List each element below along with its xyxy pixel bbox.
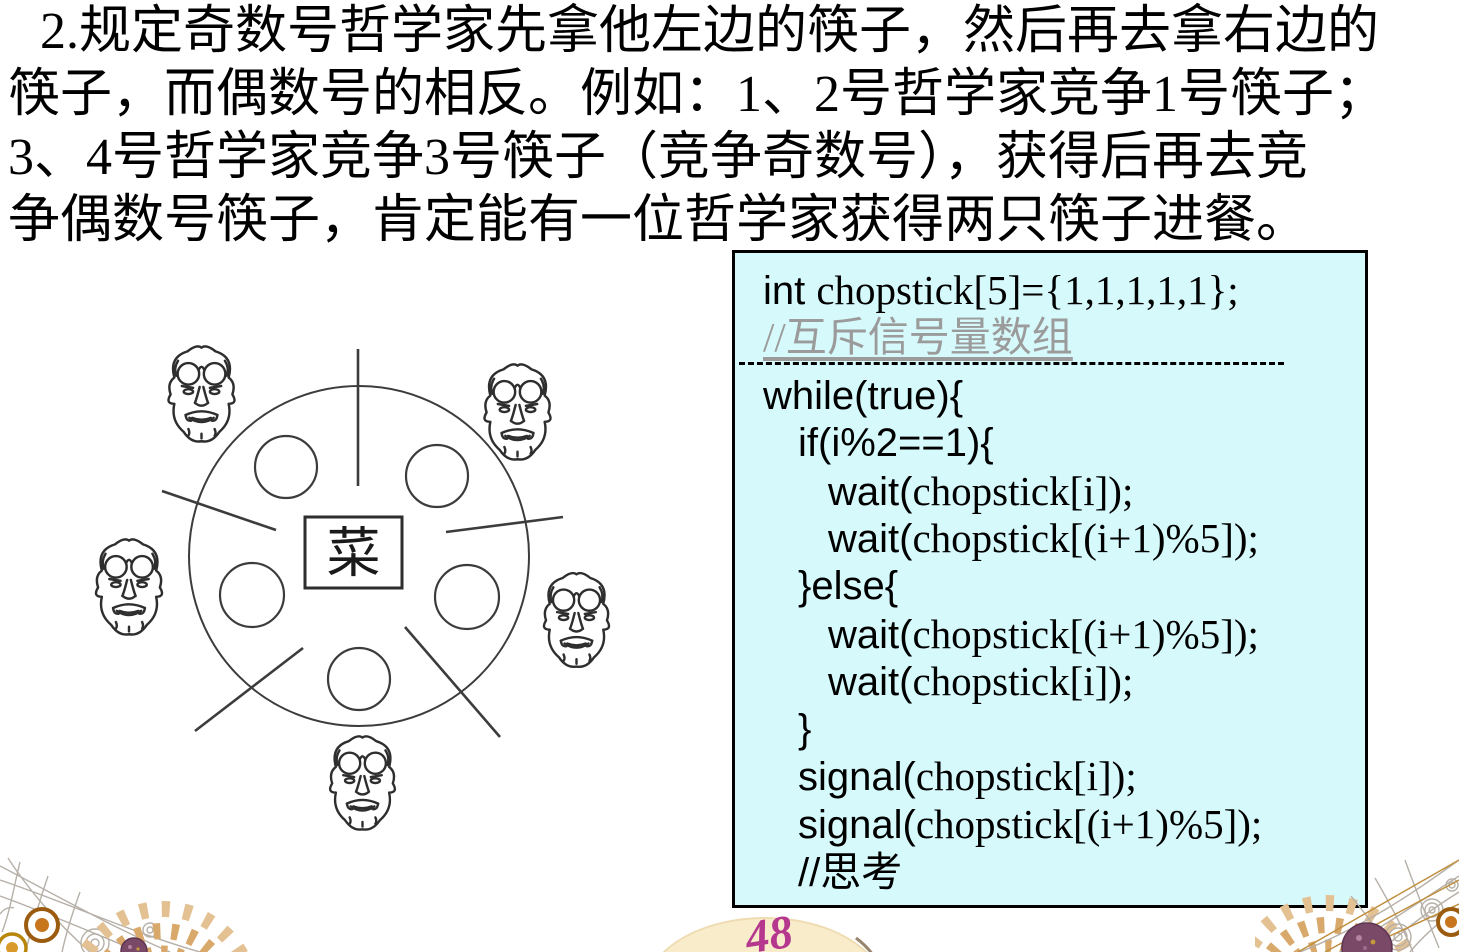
code-line-11: } (735, 706, 1365, 754)
code-segment: 思考 (820, 848, 903, 895)
code-segment: }else{ (798, 563, 899, 608)
firework-burst-right (1255, 895, 1416, 952)
purple-ball-right (1341, 922, 1393, 952)
ring-ornament-right (1436, 907, 1459, 937)
code-line-8: }else{ (735, 563, 1365, 611)
code-segment: // (798, 850, 821, 895)
code-segment: chopstick[(i+1)%5]); (915, 800, 1263, 847)
code-segment: signal( (798, 802, 916, 847)
code-segment: chopstick[5]={1,1,1,1,1}; (816, 267, 1239, 313)
code-segment: } (798, 706, 812, 751)
code-segment: while(true){ (763, 373, 964, 418)
code-segment: chopstick[(i+1)%5]); (912, 515, 1259, 562)
plate-5 (326, 646, 392, 712)
dish-label: 菜 (327, 524, 381, 584)
dish-box (303, 515, 404, 590)
philosophers-diagram: 菜 (94, 345, 611, 831)
code-lines: int chopstick[5]={1,1,1,1,1};//互斥信号量数组 wh… (735, 267, 1365, 896)
code-panel: int chopstick[5]={1,1,1,1,1};//互斥信号量数组 wh… (732, 250, 1368, 908)
code-segment: int (763, 269, 817, 313)
philosopher-face-4 (542, 571, 611, 669)
dashed-divider (739, 361, 1284, 365)
code-segment: if(i%2==1){ (798, 421, 994, 466)
code-comment-line: //互斥信号量数组 (735, 315, 1365, 359)
code-segment: signal( (798, 755, 916, 800)
plate-3 (218, 561, 286, 629)
code-line-5: if(i%2==1){ (735, 420, 1365, 468)
code-segment: wait( (828, 469, 913, 514)
intro-line-4: 争偶数号筷子，肯定能有一位哲学家获得两只筷子进餐。 (8, 192, 1309, 249)
code-line-7: wait(chopstick[(i+1)%5]); (735, 515, 1365, 563)
code-segment: chopstick[i]); (912, 467, 1134, 514)
code-line-4: while(true){ (735, 373, 1365, 421)
plate-4 (433, 563, 501, 631)
code-line-12: signal(chopstick[i]); (735, 753, 1365, 801)
philosopher-face-1 (167, 345, 236, 443)
code-segment: chopstick[(i+1)%5]); (912, 610, 1259, 657)
code-segment: wait( (828, 660, 913, 705)
intro-line-1: 2.规定奇数号哲学家先拿他左边的筷子，然后再去拿右边的 (40, 3, 1380, 60)
plate-2 (404, 443, 470, 509)
code-line-10: wait(chopstick[i]); (735, 658, 1365, 706)
code-line-9: wait(chopstick[(i+1)%5]); (735, 611, 1365, 659)
chopstick-3 (445, 515, 564, 534)
intro-text: 2.规定奇数号哲学家先拿他左边的筷子，然后再去拿右边的 筷子，而偶数号的相反。例… (0, 0, 1459, 252)
philosopher-face-3 (94, 538, 164, 636)
code-segment: //互斥信号量数组 (763, 313, 1073, 360)
page-number: 48 (741, 905, 797, 952)
code-line-6: wait(chopstick[i]); (735, 468, 1365, 516)
chopstick-2 (161, 489, 277, 532)
code-segment: chopstick[i]); (915, 753, 1137, 800)
chopstick-5 (404, 626, 501, 738)
plate-1 (253, 434, 319, 500)
philosopher-face-5 (328, 735, 397, 831)
code-line-1: int chopstick[5]={1,1,1,1,1}; (735, 267, 1365, 315)
code-line-13: signal(chopstick[(i+1)%5]); (735, 801, 1365, 849)
code-line-14: //思考 (735, 849, 1365, 897)
intro-line-3: 3、4号哲学家竞争3号筷子（竞争奇数号），获得后再去竞 (8, 129, 1309, 186)
philosopher-face-2 (483, 363, 552, 461)
code-segment: chopstick[i]); (912, 658, 1134, 705)
code-segment: wait( (828, 517, 913, 562)
code-segment: wait( (828, 612, 913, 657)
intro-line-2: 筷子，而偶数号的相反。例如：1、2号哲学家竞争1号筷子； (8, 66, 1387, 123)
chopstick-4 (194, 646, 304, 733)
